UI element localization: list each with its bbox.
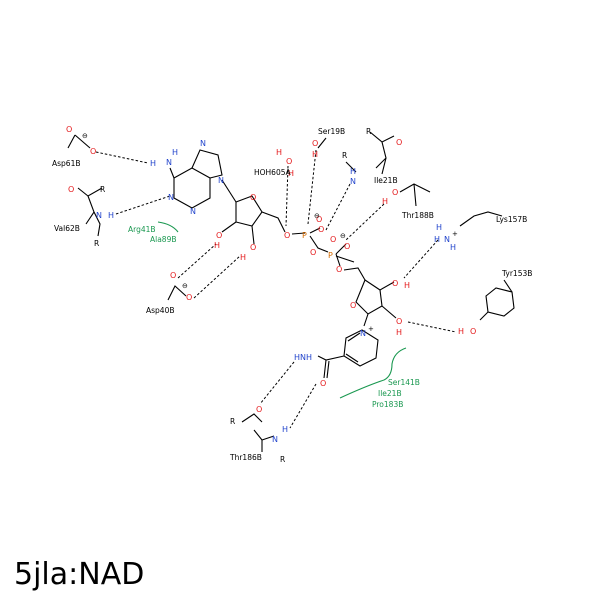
residue-tyr153: Tyr153B (501, 269, 532, 278)
asp61-o1: O (66, 125, 72, 134)
residue-val62: Val62B (54, 224, 80, 233)
phosphate-o1: O (316, 215, 322, 224)
phosphate-o3: O (310, 248, 316, 257)
asp40-o1: O (170, 271, 176, 280)
residue-hoh605: HOH605A (254, 168, 291, 177)
pyridinium-n: N (360, 329, 366, 338)
hydrophobic-arc-ser141 (339, 347, 407, 399)
nmn-ribose-ring-o: O (350, 301, 356, 310)
adenine-n: N (200, 139, 206, 148)
ribose-o5: O (284, 231, 290, 240)
asp61-minus: ⊖ (82, 132, 88, 140)
tyr153-h: H (458, 327, 464, 336)
lys157-h3: H (450, 243, 456, 252)
atom-labels: N N N N N H H O O H O H O P O ⊖ O O P O … (66, 125, 476, 464)
residue-pro183: Pro183B (372, 400, 403, 409)
hydrophobic-contacts (157, 221, 407, 399)
residue-ser19: Ser19B (318, 127, 345, 136)
thr186-h: H (282, 425, 288, 434)
ligand-bonds (169, 149, 397, 379)
water-h2: H (288, 169, 294, 178)
thr186-o: O (256, 405, 262, 414)
lys157-n: N (444, 235, 450, 244)
pyridinium-plus: + (368, 325, 374, 333)
asp40-minus: ⊖ (182, 282, 188, 290)
residue-ile21-bottom: Ile21B (378, 389, 402, 398)
carboxamide-nh: NH (300, 353, 312, 362)
ribose-o2: O (216, 231, 222, 240)
hydrophobic-arc-arg41 (157, 221, 179, 233)
residue-ala89: Ala89B (150, 235, 177, 244)
residue-asp61: Asp61B (52, 159, 81, 168)
adenine-n3: N (190, 207, 196, 216)
val62-o: O (68, 185, 74, 194)
ile21-h: H (350, 167, 356, 176)
val62-h: H (108, 211, 114, 220)
ile21-n: N (350, 177, 356, 186)
adenine-n9: N (218, 176, 224, 185)
lys157-h1: H (436, 223, 442, 232)
nmn-ribose-o3: O (392, 279, 398, 288)
ribose-h2: H (214, 241, 220, 250)
phosphate-o4: O (330, 235, 336, 244)
water-h1: H (276, 148, 282, 157)
ile21-o: O (396, 138, 402, 147)
residue-ser141: Ser141B (388, 378, 420, 387)
residue-arg41: Arg41B (128, 225, 156, 234)
ser19-h: H (312, 150, 318, 159)
ribose-o3: O (250, 243, 256, 252)
ribose-ring-o: O (250, 193, 256, 202)
thr188-h: H (382, 197, 388, 206)
hydrogen-bonds (95, 149, 457, 429)
phosphorus-1: P (302, 231, 307, 240)
lys157-plus: + (452, 230, 458, 238)
thr186-n: N (272, 435, 278, 444)
adenine-amine-h1: H (172, 148, 178, 157)
adenine-n1: N (168, 193, 174, 202)
thr186-r2: R (280, 455, 285, 464)
val62-n: N (96, 211, 102, 220)
ile21-r: R (366, 127, 371, 136)
adenine-amine-n: N (166, 158, 172, 167)
tyr153-o: O (470, 327, 476, 336)
ile21-r2: R (342, 151, 347, 160)
asp40-o2: O (186, 293, 192, 302)
phosphate-o2: O (318, 225, 324, 234)
nmn-ribose-o2: O (396, 317, 402, 326)
phosphate-o5: O (344, 242, 350, 251)
residue-ile21-top: Ile21B (374, 176, 398, 185)
adenine-amine-h2: H (150, 159, 156, 168)
thr186-r: R (230, 417, 235, 426)
phosphorus-2: P (328, 251, 333, 260)
residue-bonds (67, 131, 515, 452)
residue-thr186: Thr186B (229, 453, 262, 462)
phosphate-minus-1: ⊖ (314, 212, 320, 220)
residue-labels: Asp61B Val62B Arg41B Ala89B Asp40B HOH60… (52, 127, 532, 462)
ribose-h3: H (240, 253, 246, 262)
water-o: O (286, 157, 292, 166)
ser19-o: O (312, 139, 318, 148)
val62-r2: R (94, 239, 99, 248)
carboxamide-h: H (294, 353, 300, 362)
nmn-ribose-h3: H (404, 281, 410, 290)
thr188-o: O (392, 188, 398, 197)
asp61-o2: O (90, 147, 96, 156)
residue-thr188: Thr188B (401, 211, 434, 220)
lys157-h2: H (434, 235, 440, 244)
phosphate-o6: O (336, 265, 342, 274)
phosphate-minus-2: ⊖ (340, 232, 346, 240)
residue-asp40: Asp40B (146, 306, 175, 315)
carboxamide-o: O (320, 379, 326, 388)
diagram-title: 5jla:NAD (14, 557, 144, 592)
nmn-ribose-h2: H (396, 328, 402, 337)
residue-lys157: Lys157B (496, 215, 527, 224)
val62-r: R (100, 185, 105, 194)
